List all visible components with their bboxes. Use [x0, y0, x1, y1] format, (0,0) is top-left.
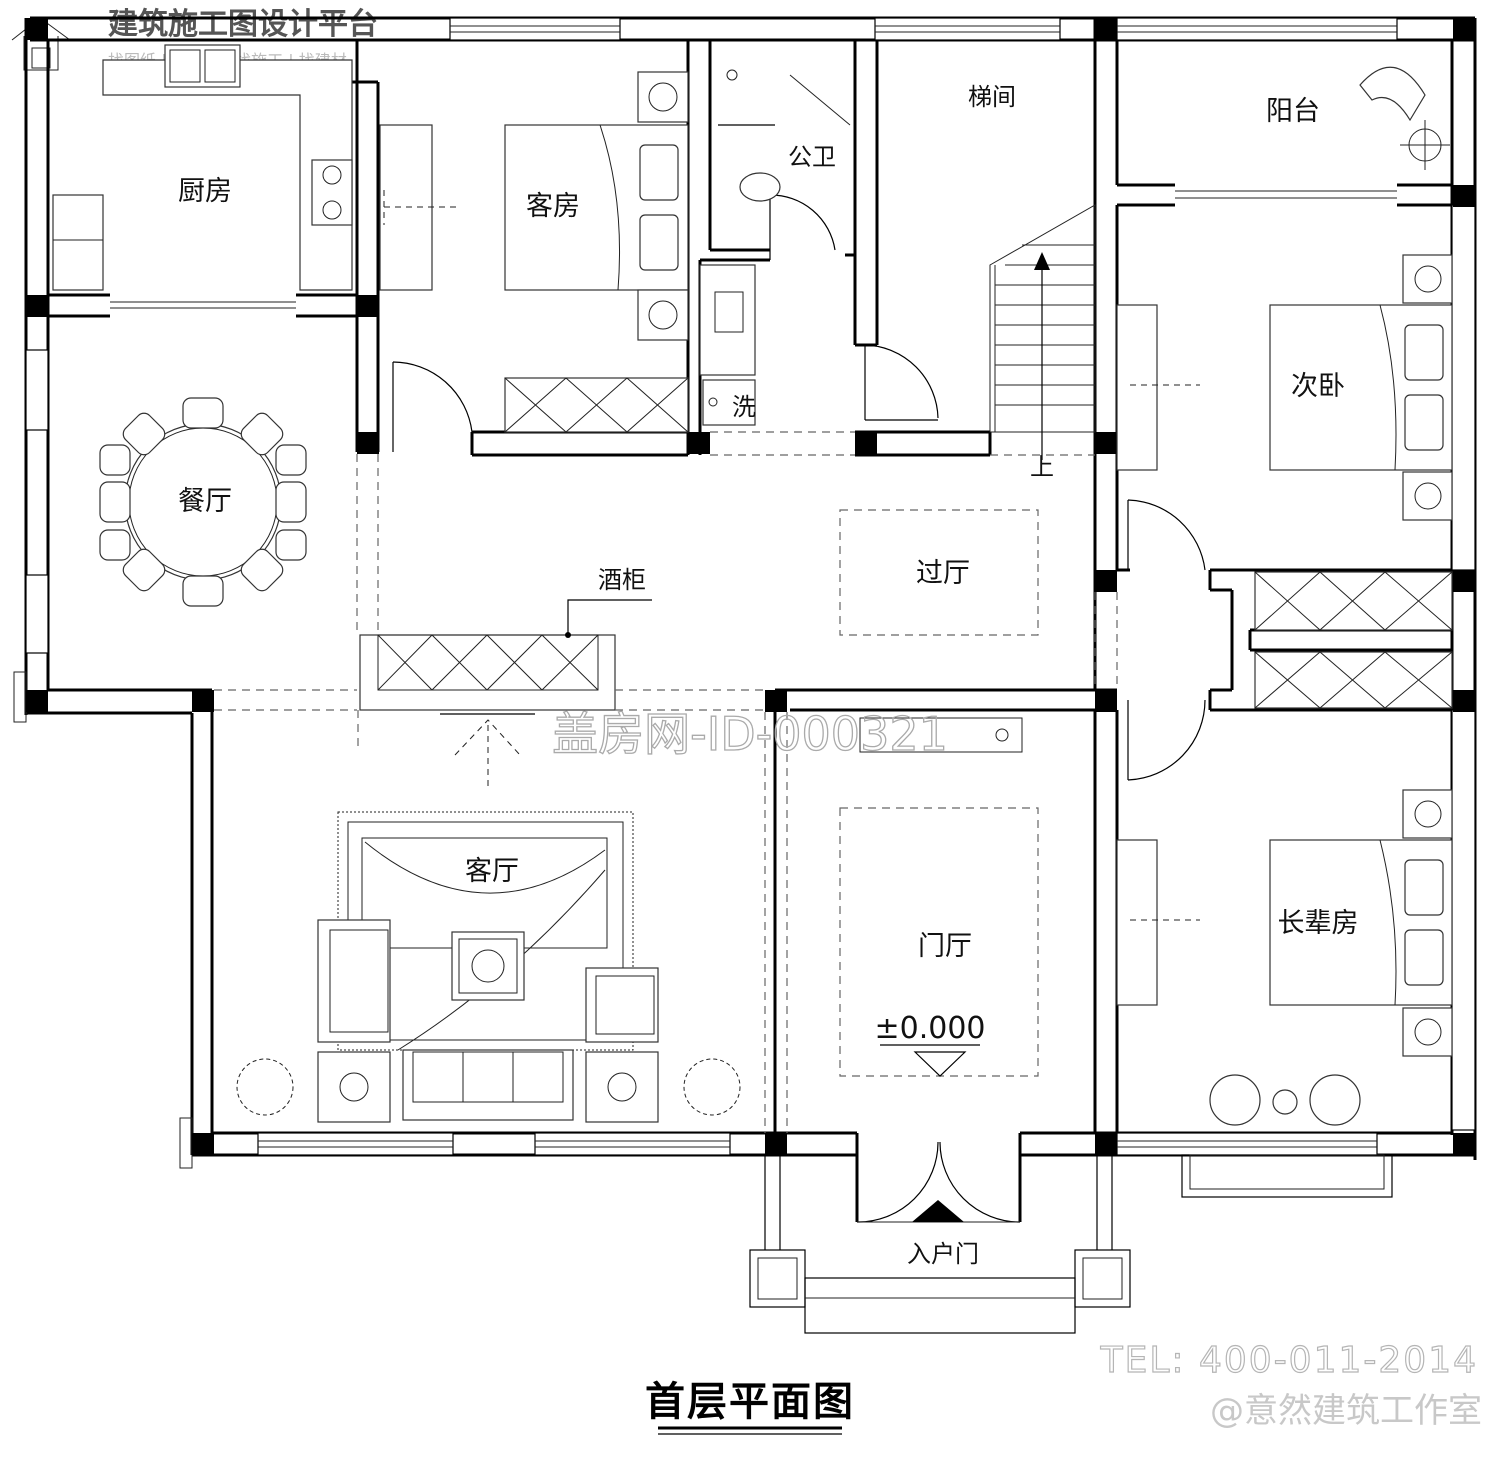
label-second-bedroom: 次卧 — [1291, 371, 1345, 402]
label-guest-room: 客房 — [526, 191, 580, 222]
foyer-area — [839, 509, 1039, 1077]
label-wine-cabinet: 酒柜 — [598, 566, 646, 594]
label-dining: 餐厅 — [178, 486, 232, 517]
elevation-mark: ±0.000 — [874, 1011, 985, 1046]
stairs — [989, 204, 1096, 460]
doors — [110, 190, 1397, 1223]
label-corridor-hall: 过厅 — [916, 558, 970, 589]
label-elder-room: 长辈房 — [1278, 908, 1359, 939]
label-entrance: 入户门 — [907, 1240, 979, 1268]
entry-porch — [749, 1155, 1131, 1334]
wine-cabinet — [359, 599, 652, 790]
structural-columns — [26, 18, 1475, 1155]
balcony-chair — [1359, 66, 1450, 170]
second-bedroom-furniture — [1116, 254, 1453, 709]
label-living-room: 客厅 — [465, 856, 519, 887]
dining-table — [99, 397, 307, 607]
watermark-id: 盖房网-ID-000321 — [552, 707, 948, 761]
watermark-studio: @意然建筑工作室 — [1210, 1391, 1482, 1431]
label-wash: 洗 — [732, 393, 756, 421]
dashed-lines — [214, 431, 1118, 1133]
label-stair-up: 上 — [1030, 453, 1054, 481]
label-kitchen: 厨房 — [178, 176, 232, 207]
windows — [13, 17, 1476, 1198]
label-public-wc: 公卫 — [788, 143, 836, 171]
wc-fixtures — [699, 69, 851, 426]
label-stairwell: 梯间 — [968, 83, 1016, 111]
living-room-furniture — [236, 811, 741, 1123]
plan-title: 首层平面图 — [645, 1379, 855, 1425]
label-foyer: 门厅 — [918, 931, 972, 962]
elder-room-furniture — [1116, 789, 1453, 1126]
watermark-tel: TEL: 400-011-2014 — [1100, 1340, 1478, 1381]
watermark-logo-text: 建筑施工图设计平台 — [108, 7, 378, 42]
kitchen-counter — [52, 44, 353, 291]
guest-room-bed — [379, 71, 689, 433]
label-balcony: 阳台 — [1266, 96, 1320, 127]
